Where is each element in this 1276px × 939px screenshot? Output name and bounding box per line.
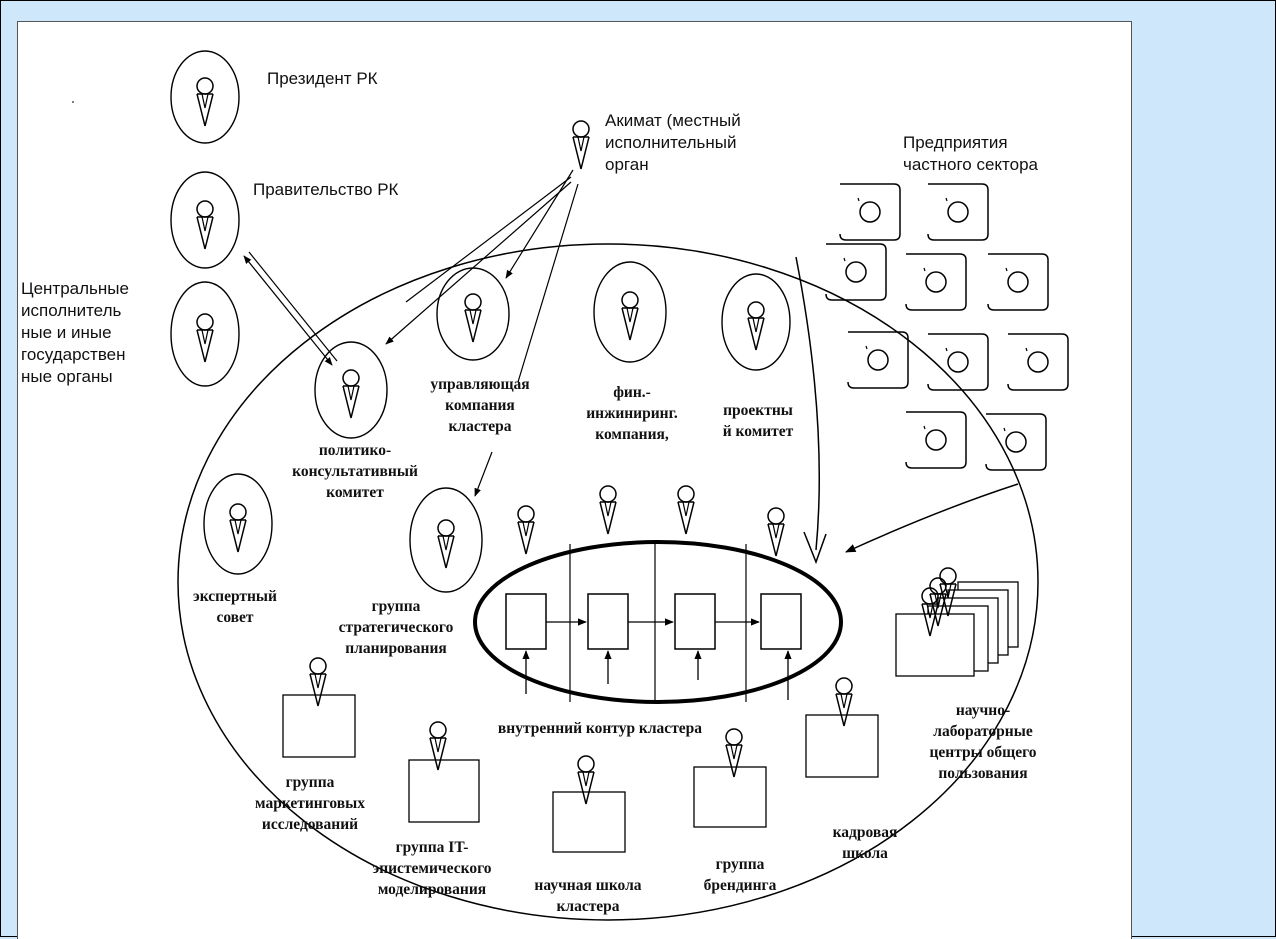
personnel-school-label: кадровая школа: [832, 824, 898, 862]
science-desk: [552, 791, 626, 853]
government-circle: [170, 171, 240, 269]
cluster-structure-diagram: [72, 50, 1069, 921]
policy-committee-circle: [314, 341, 388, 439]
private-sector-arrow-1: [795, 256, 821, 551]
expert-council-circle: [203, 473, 273, 575]
strategic-planning-circle: [409, 487, 483, 593]
inner-person-2: [599, 485, 617, 535]
central-bodies-label: Центральные исполнитель ные и иные госуд…: [21, 279, 129, 386]
marketing-group-label: группа маркетинговых исследований: [255, 774, 365, 833]
company-4: [905, 253, 967, 311]
president-circle: [170, 50, 240, 144]
process-box-4: [760, 593, 802, 650]
private-sector-label: Предприятия частного сектора: [903, 133, 1038, 174]
company-5: [987, 253, 1049, 311]
company-3: [825, 243, 887, 301]
private-sector-arrow-2: [845, 483, 1019, 553]
fin-engineering-circle: [593, 261, 667, 363]
process-box-1: [505, 593, 547, 650]
project-committee-label: проектны й комитет: [722, 402, 794, 440]
personnel-desk: [805, 714, 879, 778]
company-8: [1007, 333, 1069, 391]
science-school-label: научная школа кластера: [534, 877, 642, 915]
inner-person-4: [767, 507, 785, 557]
inner-person-3: [677, 485, 695, 535]
expert-council-label: экспертный совет: [193, 588, 277, 626]
inner-person-1: [517, 505, 535, 555]
it-group-label: группа IT- эпистемического моделирования: [372, 839, 492, 898]
inner-cluster-ellipse: [473, 540, 843, 704]
central-bodies-circle: [170, 281, 240, 387]
president-label: Президент РК: [267, 69, 378, 88]
company-10: [985, 413, 1047, 471]
it-desk: [408, 759, 480, 823]
management-company-circle: [436, 267, 510, 361]
branding-group-label: группа брендинга: [703, 856, 777, 894]
lab-centers-box: [895, 613, 975, 677]
company-9: [905, 411, 967, 469]
strategic-planning-label: группа стратегического планирования: [338, 598, 454, 657]
project-committee-circle: [721, 273, 791, 371]
fin-engineering-label: фин.- инжиниринг. компания,: [586, 384, 678, 443]
policy-committee-label: политико- консультативный комитет: [292, 442, 418, 501]
government-label: Правительство РК: [253, 180, 399, 199]
outer-cluster-ellipse: [177, 243, 1039, 921]
management-company-label: управляющая компания кластера: [430, 376, 530, 435]
diagram-sheet: Президент РК Правительство РК Центральны…: [17, 21, 1132, 939]
company-2: [927, 183, 989, 241]
company-1: [839, 183, 901, 241]
akimat-person: [572, 120, 590, 170]
branding-desk: [693, 766, 767, 828]
marketing-desk: [282, 694, 356, 758]
company-6: [847, 331, 909, 389]
inner-contour-label: внутренний контур кластера: [497, 720, 703, 737]
lab-centers-label: научно- лабораторные центры общего польз…: [929, 702, 1037, 782]
process-box-2: [587, 593, 629, 650]
process-box-3: [674, 593, 716, 650]
akimat-label: Акимат (местный исполнительный орган: [605, 111, 741, 174]
company-7: [927, 333, 989, 391]
